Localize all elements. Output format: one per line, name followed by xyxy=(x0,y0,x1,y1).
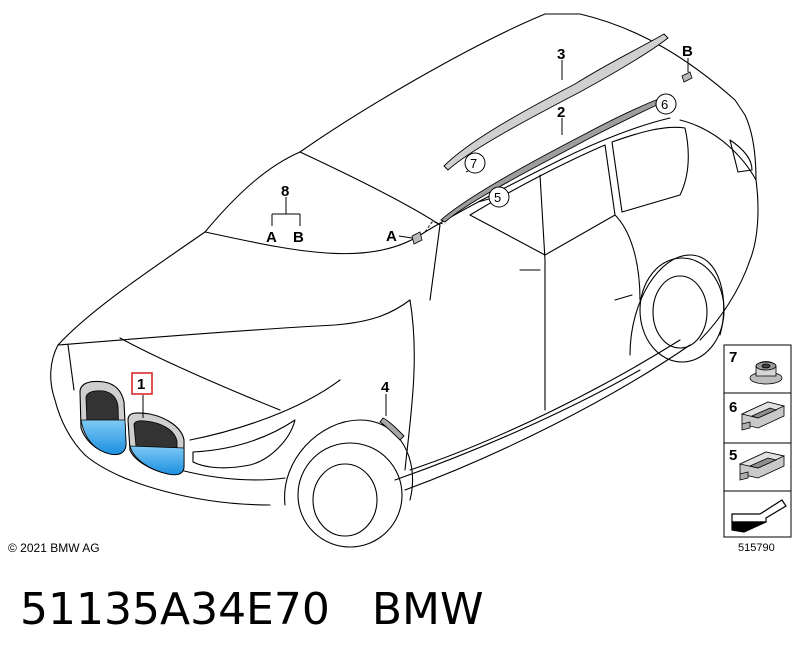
pillar-leader xyxy=(424,221,446,233)
callout-1-box xyxy=(131,372,153,395)
panel-label-7: 7 xyxy=(729,349,737,366)
fender-trim-4 xyxy=(379,417,405,441)
callout-5: 5 xyxy=(494,190,501,205)
part-number: 51135A34E70 xyxy=(20,584,330,635)
part-number-line: 51135A34E70 BMW xyxy=(20,584,483,635)
car-outline xyxy=(50,13,759,548)
callout-3: 3 xyxy=(557,46,565,63)
nut-icon xyxy=(749,361,783,385)
callout-2: 2 xyxy=(557,104,565,121)
callout-b-left: B xyxy=(293,229,304,246)
copyright-text: © 2021 BMW AG xyxy=(8,541,100,555)
callout-5-circle xyxy=(488,186,510,208)
callout-4: 4 xyxy=(381,379,390,396)
panel-label-5: 5 xyxy=(729,447,737,464)
callout-6-circle xyxy=(655,93,677,115)
roof-rail-3 xyxy=(443,33,669,171)
callout-1: 1 xyxy=(137,376,145,393)
clip-5-icon xyxy=(738,451,786,481)
callout-a-pillar: A xyxy=(386,228,397,245)
parts-panel: 7 6 5 xyxy=(723,344,792,538)
clip-rear xyxy=(681,71,693,83)
panel-label-6: 6 xyxy=(729,399,737,416)
drawing-number: 515790 xyxy=(738,542,775,554)
parts-diagram: 1 3 2 B 4 8 A B A 7 5 6 7 6 5 xyxy=(50,13,792,548)
callout-b-rear: B xyxy=(682,43,693,60)
clip-a-pillar xyxy=(411,231,423,245)
callout-7: 7 xyxy=(470,156,477,171)
arrow-icon xyxy=(731,499,787,533)
clip-6-icon xyxy=(740,401,786,431)
callout-7-circle xyxy=(464,152,486,174)
callout-a-left: A xyxy=(266,229,277,246)
callout-6: 6 xyxy=(661,97,668,112)
kidney-grille xyxy=(79,380,185,476)
callout-8: 8 xyxy=(281,183,289,200)
brand-name: BMW xyxy=(371,584,484,635)
